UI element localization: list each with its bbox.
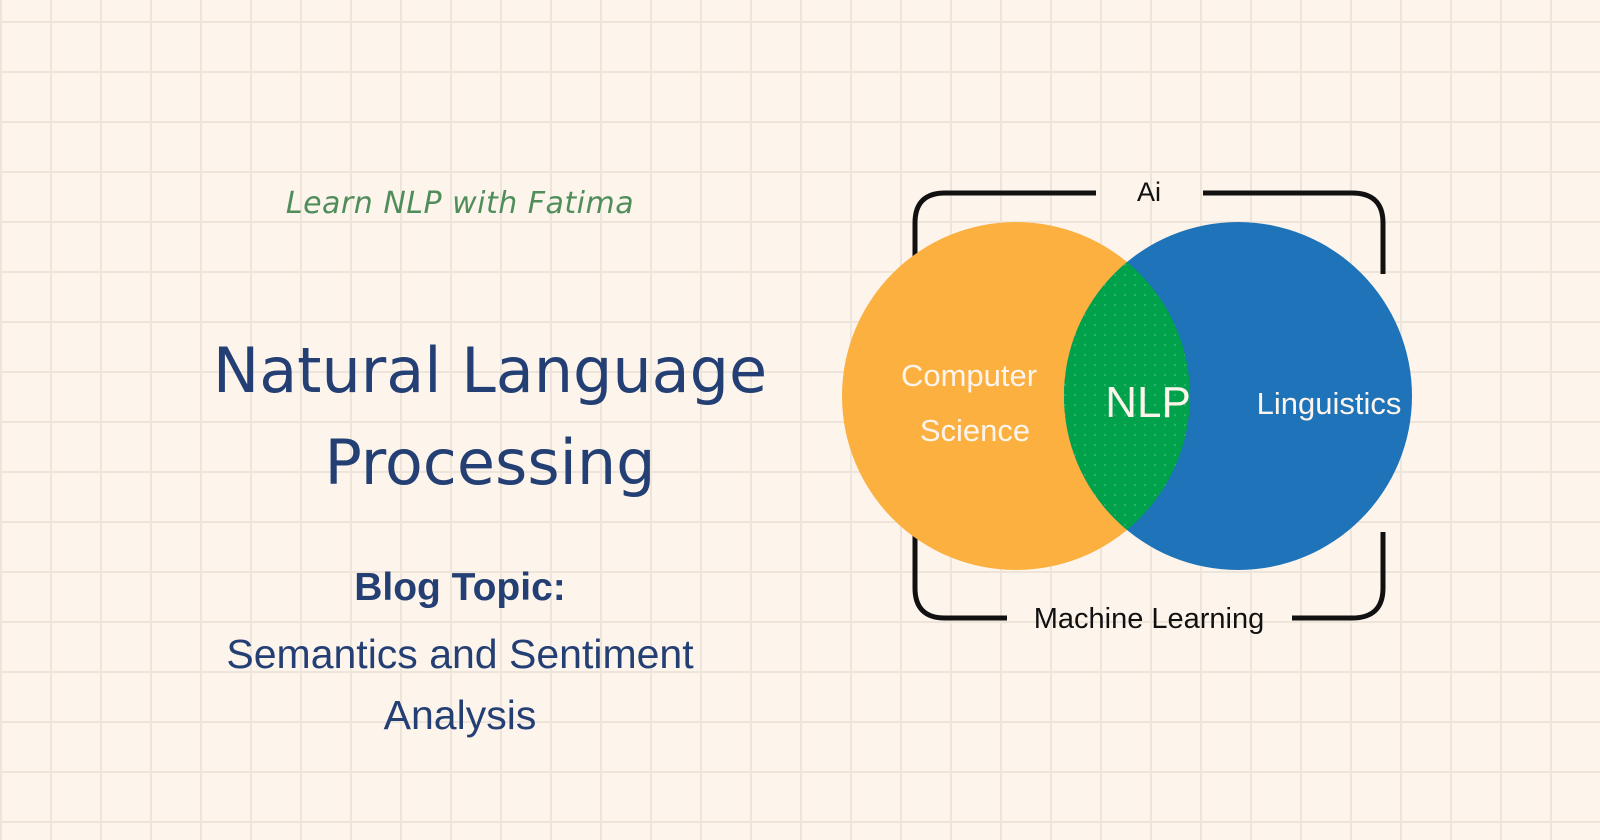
- ml-bracket-bottom-left: [912, 532, 1007, 621]
- ai-label: Ai: [1137, 177, 1161, 207]
- linguistics-label: Linguistics: [1257, 386, 1402, 421]
- blog-topic: Semantics and Sentiment Analysis: [140, 624, 780, 746]
- blog-topic-line-2: Analysis: [383, 692, 537, 738]
- nlp-label: NLP: [1105, 378, 1191, 427]
- title-line-2: Processing: [324, 426, 656, 499]
- computer-science-label-line-2: Science: [920, 413, 1030, 448]
- computer-science-label-line-1: Computer: [901, 358, 1037, 393]
- title-line-1: Natural Language: [212, 334, 768, 407]
- ai-bracket-top: [912, 190, 1096, 274]
- blog-topic-label: Blog Topic:: [354, 566, 566, 609]
- nlp-intersection: [1064, 222, 1190, 570]
- machine-learning-label: Machine Learning: [1034, 603, 1265, 635]
- page-title: Natural Language Processing: [120, 325, 860, 509]
- ai-bracket-top-right: [1203, 190, 1386, 274]
- ml-bracket-bottom-right: [1292, 532, 1386, 621]
- tagline: Learn NLP with Fatima: [285, 186, 635, 221]
- blog-topic-line-1: Semantics and Sentiment: [226, 631, 694, 677]
